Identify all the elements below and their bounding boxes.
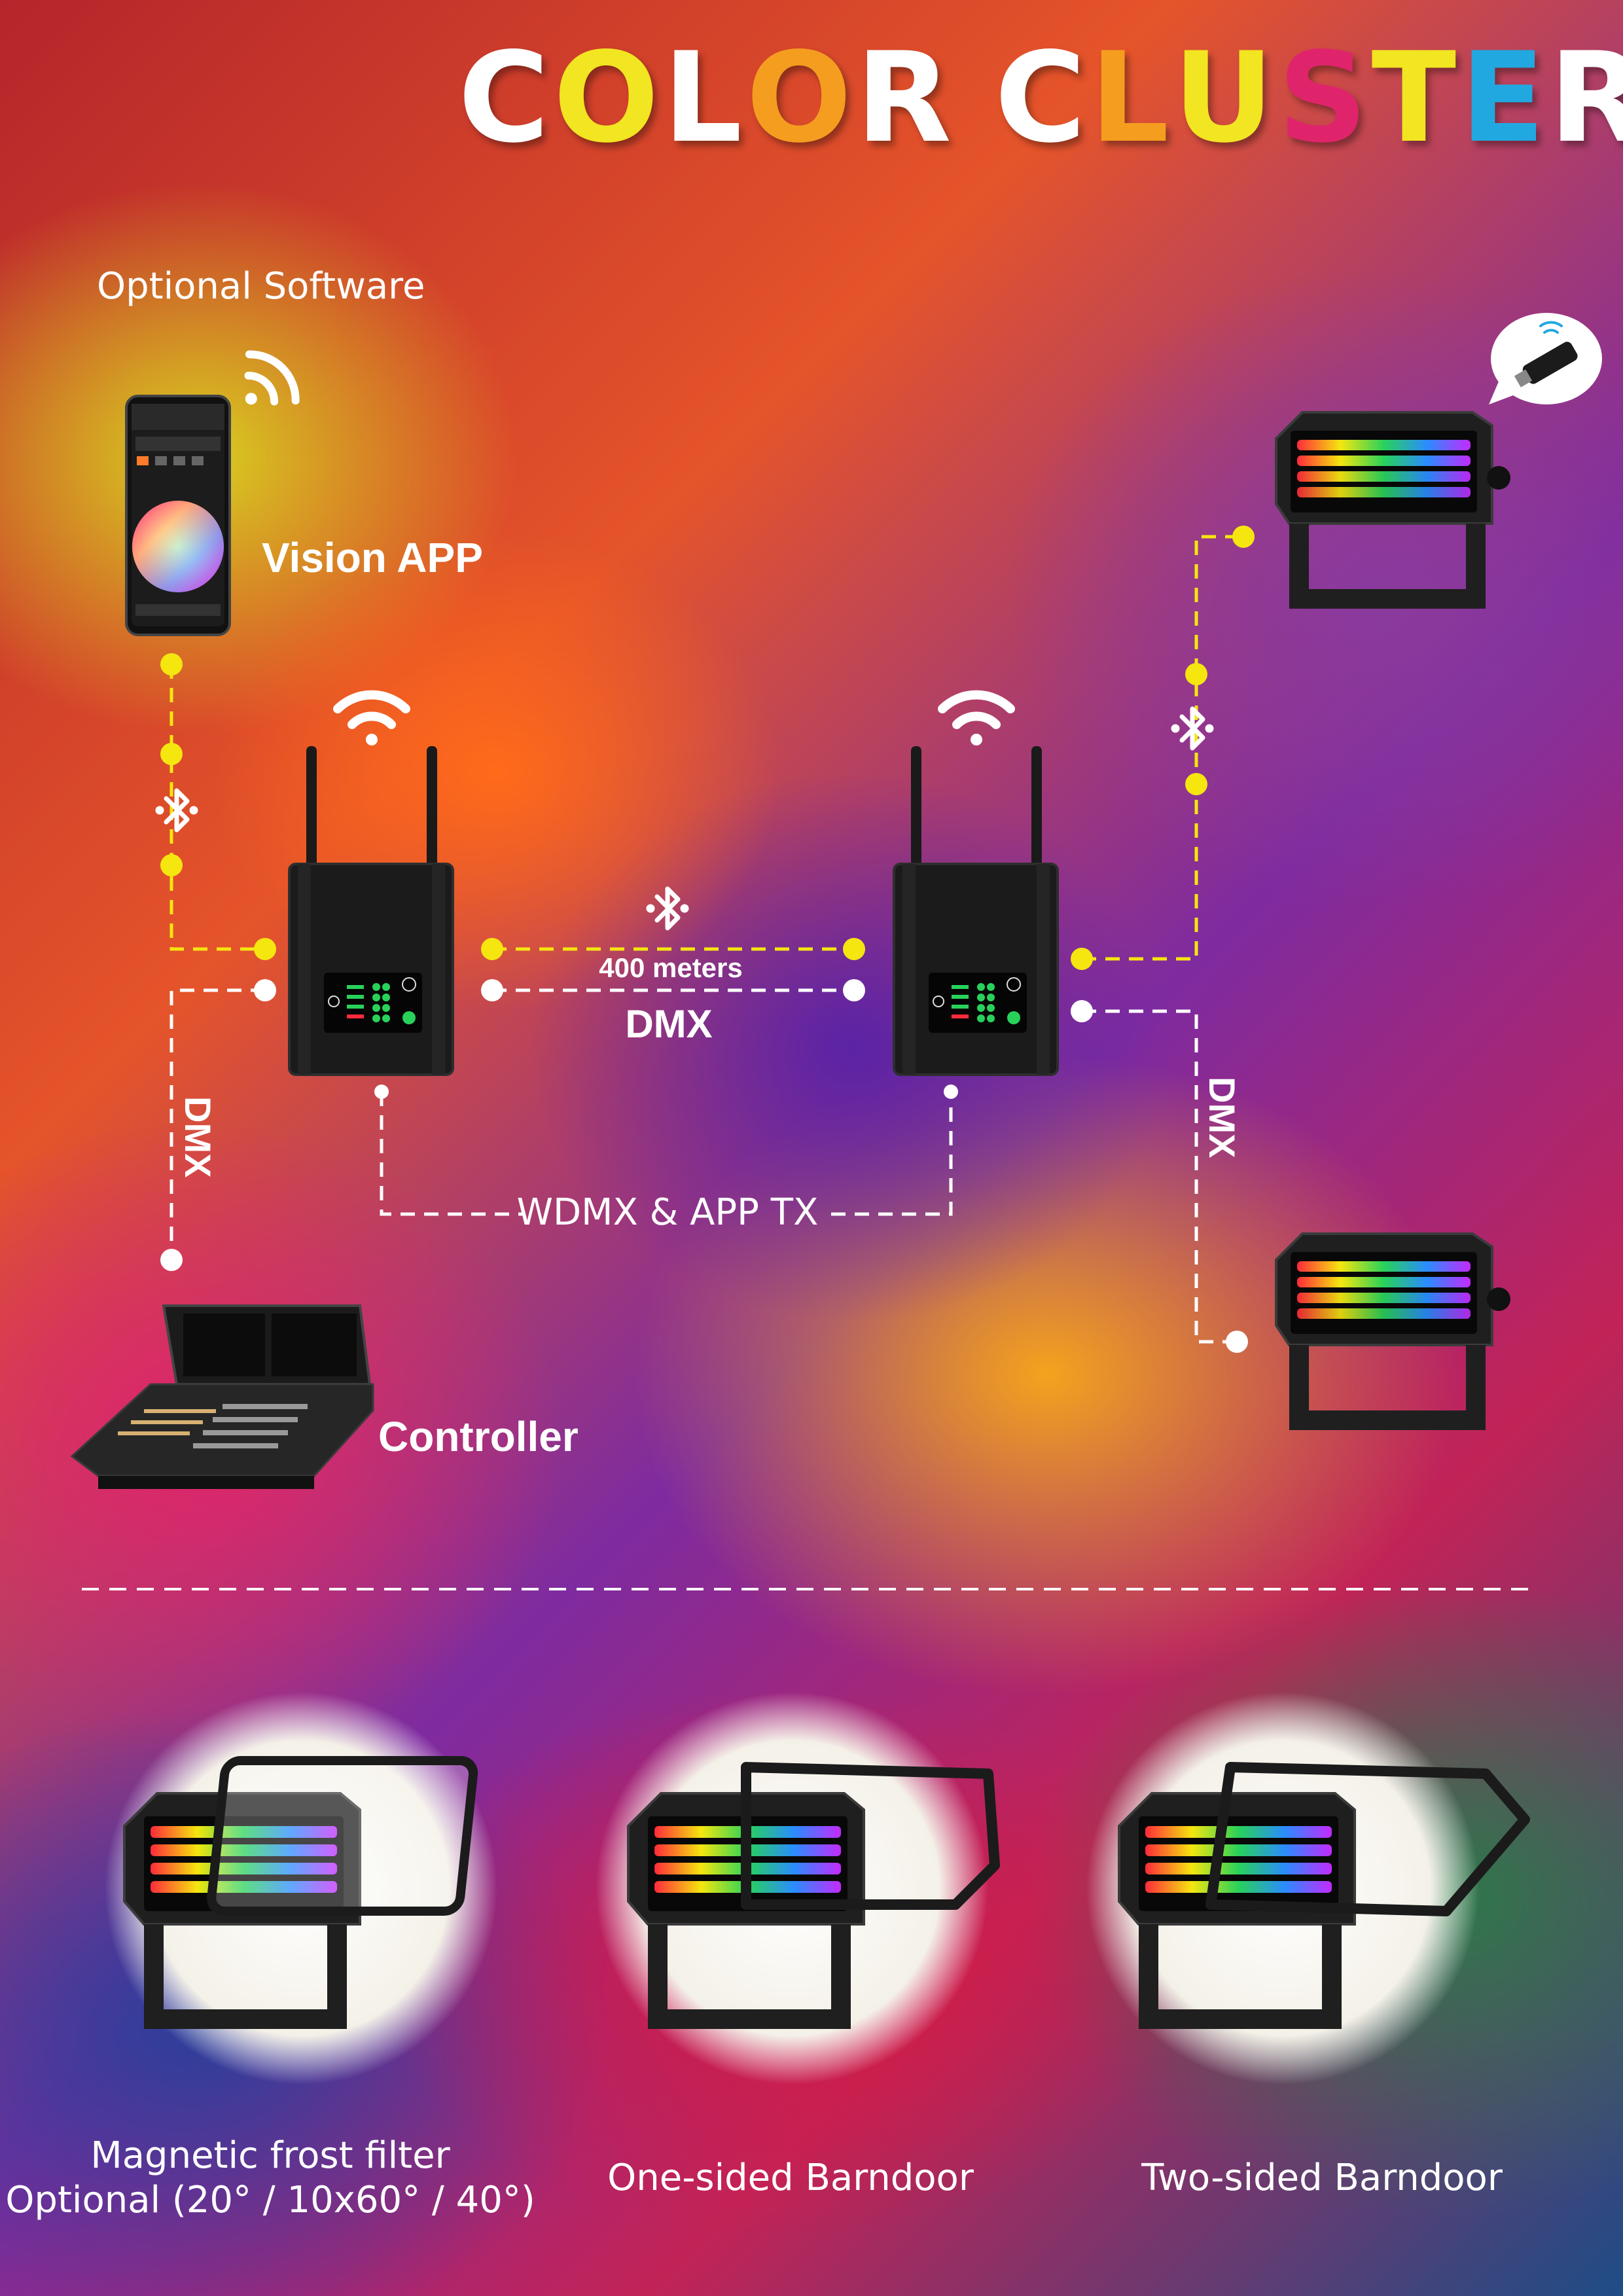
bluetooth-icon: [1171, 706, 1214, 751]
wifi-icon: [938, 690, 1015, 745]
title-letter: R: [855, 26, 955, 170]
dmx-dots: [160, 979, 1248, 1353]
vision-app-label: Vision APP: [262, 534, 483, 581]
wdmx-tx-label: WDMX & APP TX: [516, 1191, 819, 1234]
title-letter: R: [1548, 26, 1623, 170]
title-letter: U: [1173, 26, 1278, 170]
accessory-caption-line: Optional (20° / 10x60° / 40°): [5, 2179, 535, 2221]
dmx-center-label: DMX: [625, 1002, 713, 1046]
title-letter: C: [994, 26, 1090, 170]
title-letter: O: [746, 26, 856, 170]
title-letter: T: [1371, 26, 1461, 170]
lighting-controller-console: [70, 1304, 374, 1489]
accessory-frost-filter-image: [105, 1692, 497, 2085]
title-letter: S: [1277, 26, 1372, 170]
title-letter: L: [1090, 26, 1173, 170]
wireless-dots: [160, 526, 1255, 970]
dmx-links: [169, 988, 1237, 1344]
wireless-transceiver-left: [288, 746, 454, 1076]
wireless-transceiver-right: [893, 746, 1059, 1076]
accessory-caption-frost: Magnetic frost filter Optional (20° / 10…: [5, 2134, 535, 2223]
wifi-icon: [333, 690, 410, 745]
accessory-caption-one-sided: One-sided Barndoor: [607, 2157, 974, 2199]
accessory-caption-line: Magnetic frost filter: [90, 2134, 450, 2177]
wireless-receiver-bubble: [1489, 313, 1602, 404]
bluetooth-icon: [646, 886, 689, 931]
accessory-two-sided-barndoor-image: [1086, 1692, 1530, 2085]
dmx-left-label: DMX: [177, 1096, 219, 1178]
optional-software-label: Optional Software: [97, 265, 425, 308]
title-letter: C: [458, 26, 554, 170]
title-letter: O: [553, 26, 663, 170]
title-letter: E: [1460, 26, 1549, 170]
page-title: COLOR CLUSTER: [458, 26, 1623, 170]
accessory-caption-two-sided: Two-sided Barndoor: [1141, 2157, 1503, 2199]
led-bar-fixture-top: [1275, 411, 1510, 609]
led-bar-fixture-bottom: [1275, 1232, 1510, 1430]
accessory-one-sided-barndoor-image: [596, 1692, 1000, 2085]
wifi-icon: [244, 350, 300, 406]
controller-label: Controller: [378, 1413, 579, 1460]
title-letter: L: [662, 26, 747, 170]
dmx-right-label: DMX: [1202, 1077, 1243, 1158]
bluetooth-icon: [155, 788, 198, 833]
distance-label: 400 meters: [599, 952, 743, 983]
smartphone-app-image: [125, 395, 231, 636]
